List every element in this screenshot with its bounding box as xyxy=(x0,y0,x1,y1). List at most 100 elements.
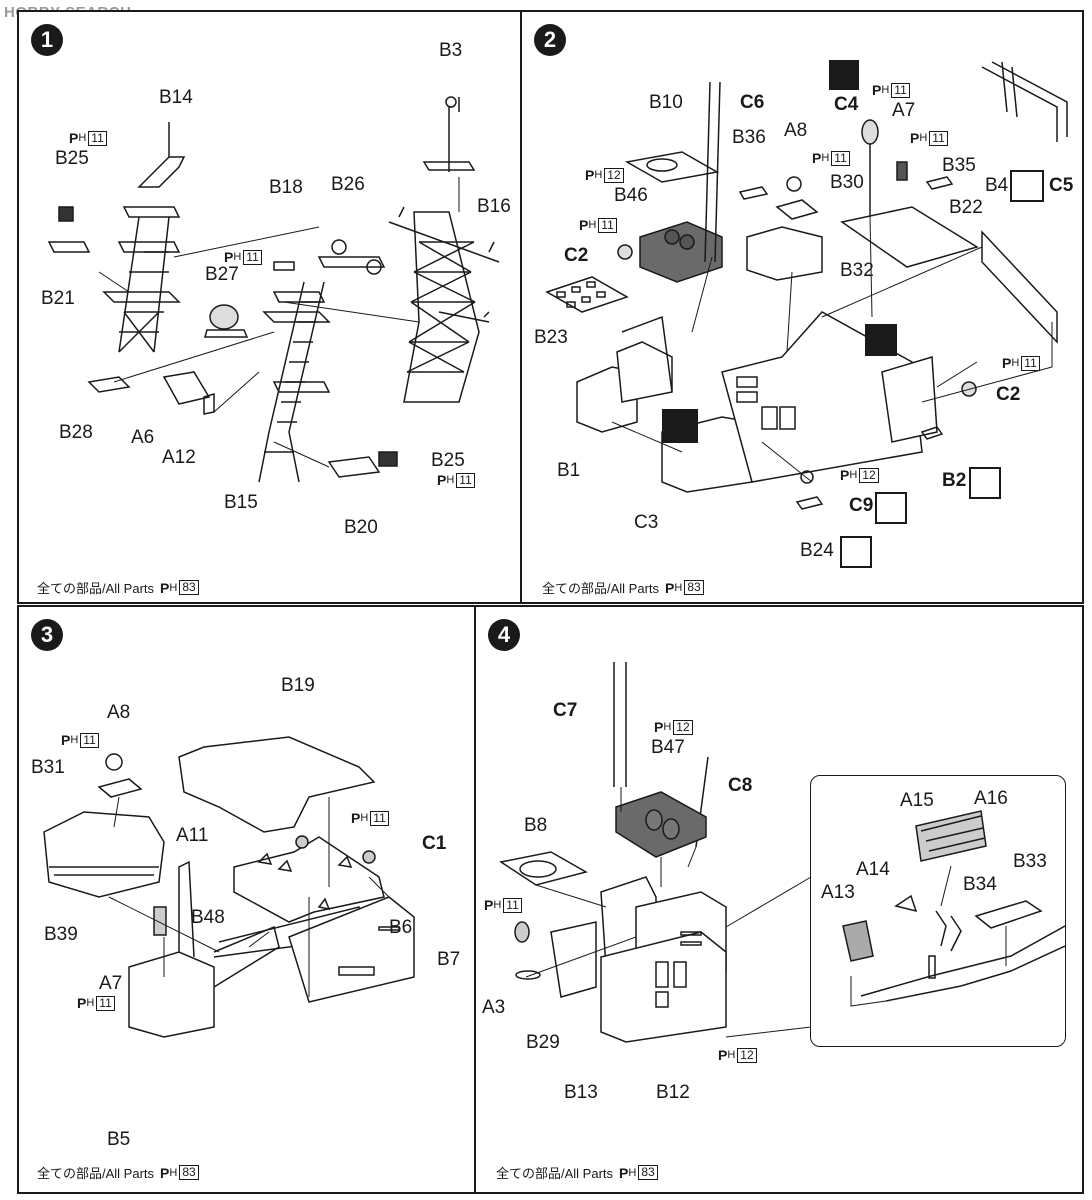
part-label: B7 xyxy=(437,949,461,970)
part-label: A14 xyxy=(856,859,890,880)
part-label: C2 xyxy=(996,384,1021,405)
part-label: B39 xyxy=(44,924,78,945)
step-number: 2 xyxy=(534,24,566,56)
part-label: A12 xyxy=(162,447,196,468)
part-label: B33 xyxy=(1013,851,1047,872)
part-label: B19 xyxy=(281,675,315,696)
part-label: C7 xyxy=(553,700,578,721)
detail-inset: A15 A16 A14 B33 A13 B34 xyxy=(810,775,1066,1047)
part-label: A15 xyxy=(900,790,934,811)
part-label: B12 xyxy=(656,1082,690,1103)
part-label: A3 xyxy=(482,997,506,1018)
step-number: 3 xyxy=(31,619,63,651)
step-3-panel: 3 xyxy=(17,605,476,1194)
step-number: 1 xyxy=(31,24,63,56)
direction-icon xyxy=(1010,170,1044,202)
part-label: B34 xyxy=(963,874,997,895)
part-label: B26 xyxy=(331,174,365,195)
step-number: 4 xyxy=(488,619,520,651)
part-label: B48 xyxy=(191,907,225,928)
part-label: C8 xyxy=(728,775,753,796)
part-label: B8 xyxy=(524,815,548,836)
part-label: B6 xyxy=(389,917,413,938)
part-label: C9 xyxy=(849,495,874,516)
step-1-illustration xyxy=(47,96,500,483)
step-4-panel: 4 xyxy=(474,605,1084,1194)
part-label: B16 xyxy=(477,196,511,217)
part-label: A7 xyxy=(99,973,123,994)
part-label: A6 xyxy=(131,427,155,448)
part-label: A8 xyxy=(107,702,131,723)
part-label: A7 xyxy=(892,100,916,121)
part-label: A8 xyxy=(784,120,808,141)
part-label: A11 xyxy=(176,825,209,846)
part-label: B15 xyxy=(224,492,258,513)
part-label: B22 xyxy=(949,197,983,218)
step-2-panel: 2 xyxy=(520,10,1084,604)
part-label: B27 xyxy=(205,264,239,285)
part-label: B13 xyxy=(564,1082,598,1103)
warning-icon xyxy=(829,60,859,90)
part-label: B46 xyxy=(614,185,648,206)
part-label: B28 xyxy=(59,422,93,443)
part-label: B1 xyxy=(557,460,581,481)
part-label: A16 xyxy=(974,788,1008,809)
part-label: B35 xyxy=(942,155,976,176)
warning-icon xyxy=(662,409,698,443)
part-label: B20 xyxy=(344,517,378,538)
part-label: C3 xyxy=(634,512,659,533)
part-label: B24 xyxy=(800,540,834,561)
step-1-panel: 1 xyxy=(17,10,524,604)
step-2-illustration xyxy=(545,61,1068,510)
part-label: B29 xyxy=(526,1032,560,1053)
part-label: C2 xyxy=(564,245,589,266)
part-label: B3 xyxy=(439,40,463,61)
part-label: C5 xyxy=(1049,175,1074,196)
part-label: B18 xyxy=(269,177,303,198)
step-4-illustration xyxy=(499,662,812,1043)
mirror-icon xyxy=(875,492,907,524)
part-label: B32 xyxy=(840,260,874,281)
part-label: B2 xyxy=(942,470,967,491)
part-label: C6 xyxy=(740,92,765,113)
warning-icon xyxy=(865,324,897,356)
part-label: B10 xyxy=(649,92,683,113)
part-label: A13 xyxy=(821,882,855,903)
part-label: B47 xyxy=(651,737,685,758)
inset-illustration xyxy=(842,810,1065,1007)
mirror-icon xyxy=(969,467,1001,499)
step-3-illustration xyxy=(43,736,415,1038)
part-label: B23 xyxy=(534,327,568,348)
part-label: B36 xyxy=(732,127,766,148)
mirror-icon xyxy=(840,536,872,568)
part-label: B4 xyxy=(985,175,1009,196)
part-label: B31 xyxy=(31,757,65,778)
part-label: C4 xyxy=(834,94,859,115)
part-label: B5 xyxy=(107,1129,131,1150)
part-label: B21 xyxy=(41,288,75,309)
part-label: B14 xyxy=(159,87,193,108)
part-label: B25 xyxy=(55,148,89,169)
part-label: B25 xyxy=(431,450,465,471)
part-label: C1 xyxy=(422,833,447,854)
